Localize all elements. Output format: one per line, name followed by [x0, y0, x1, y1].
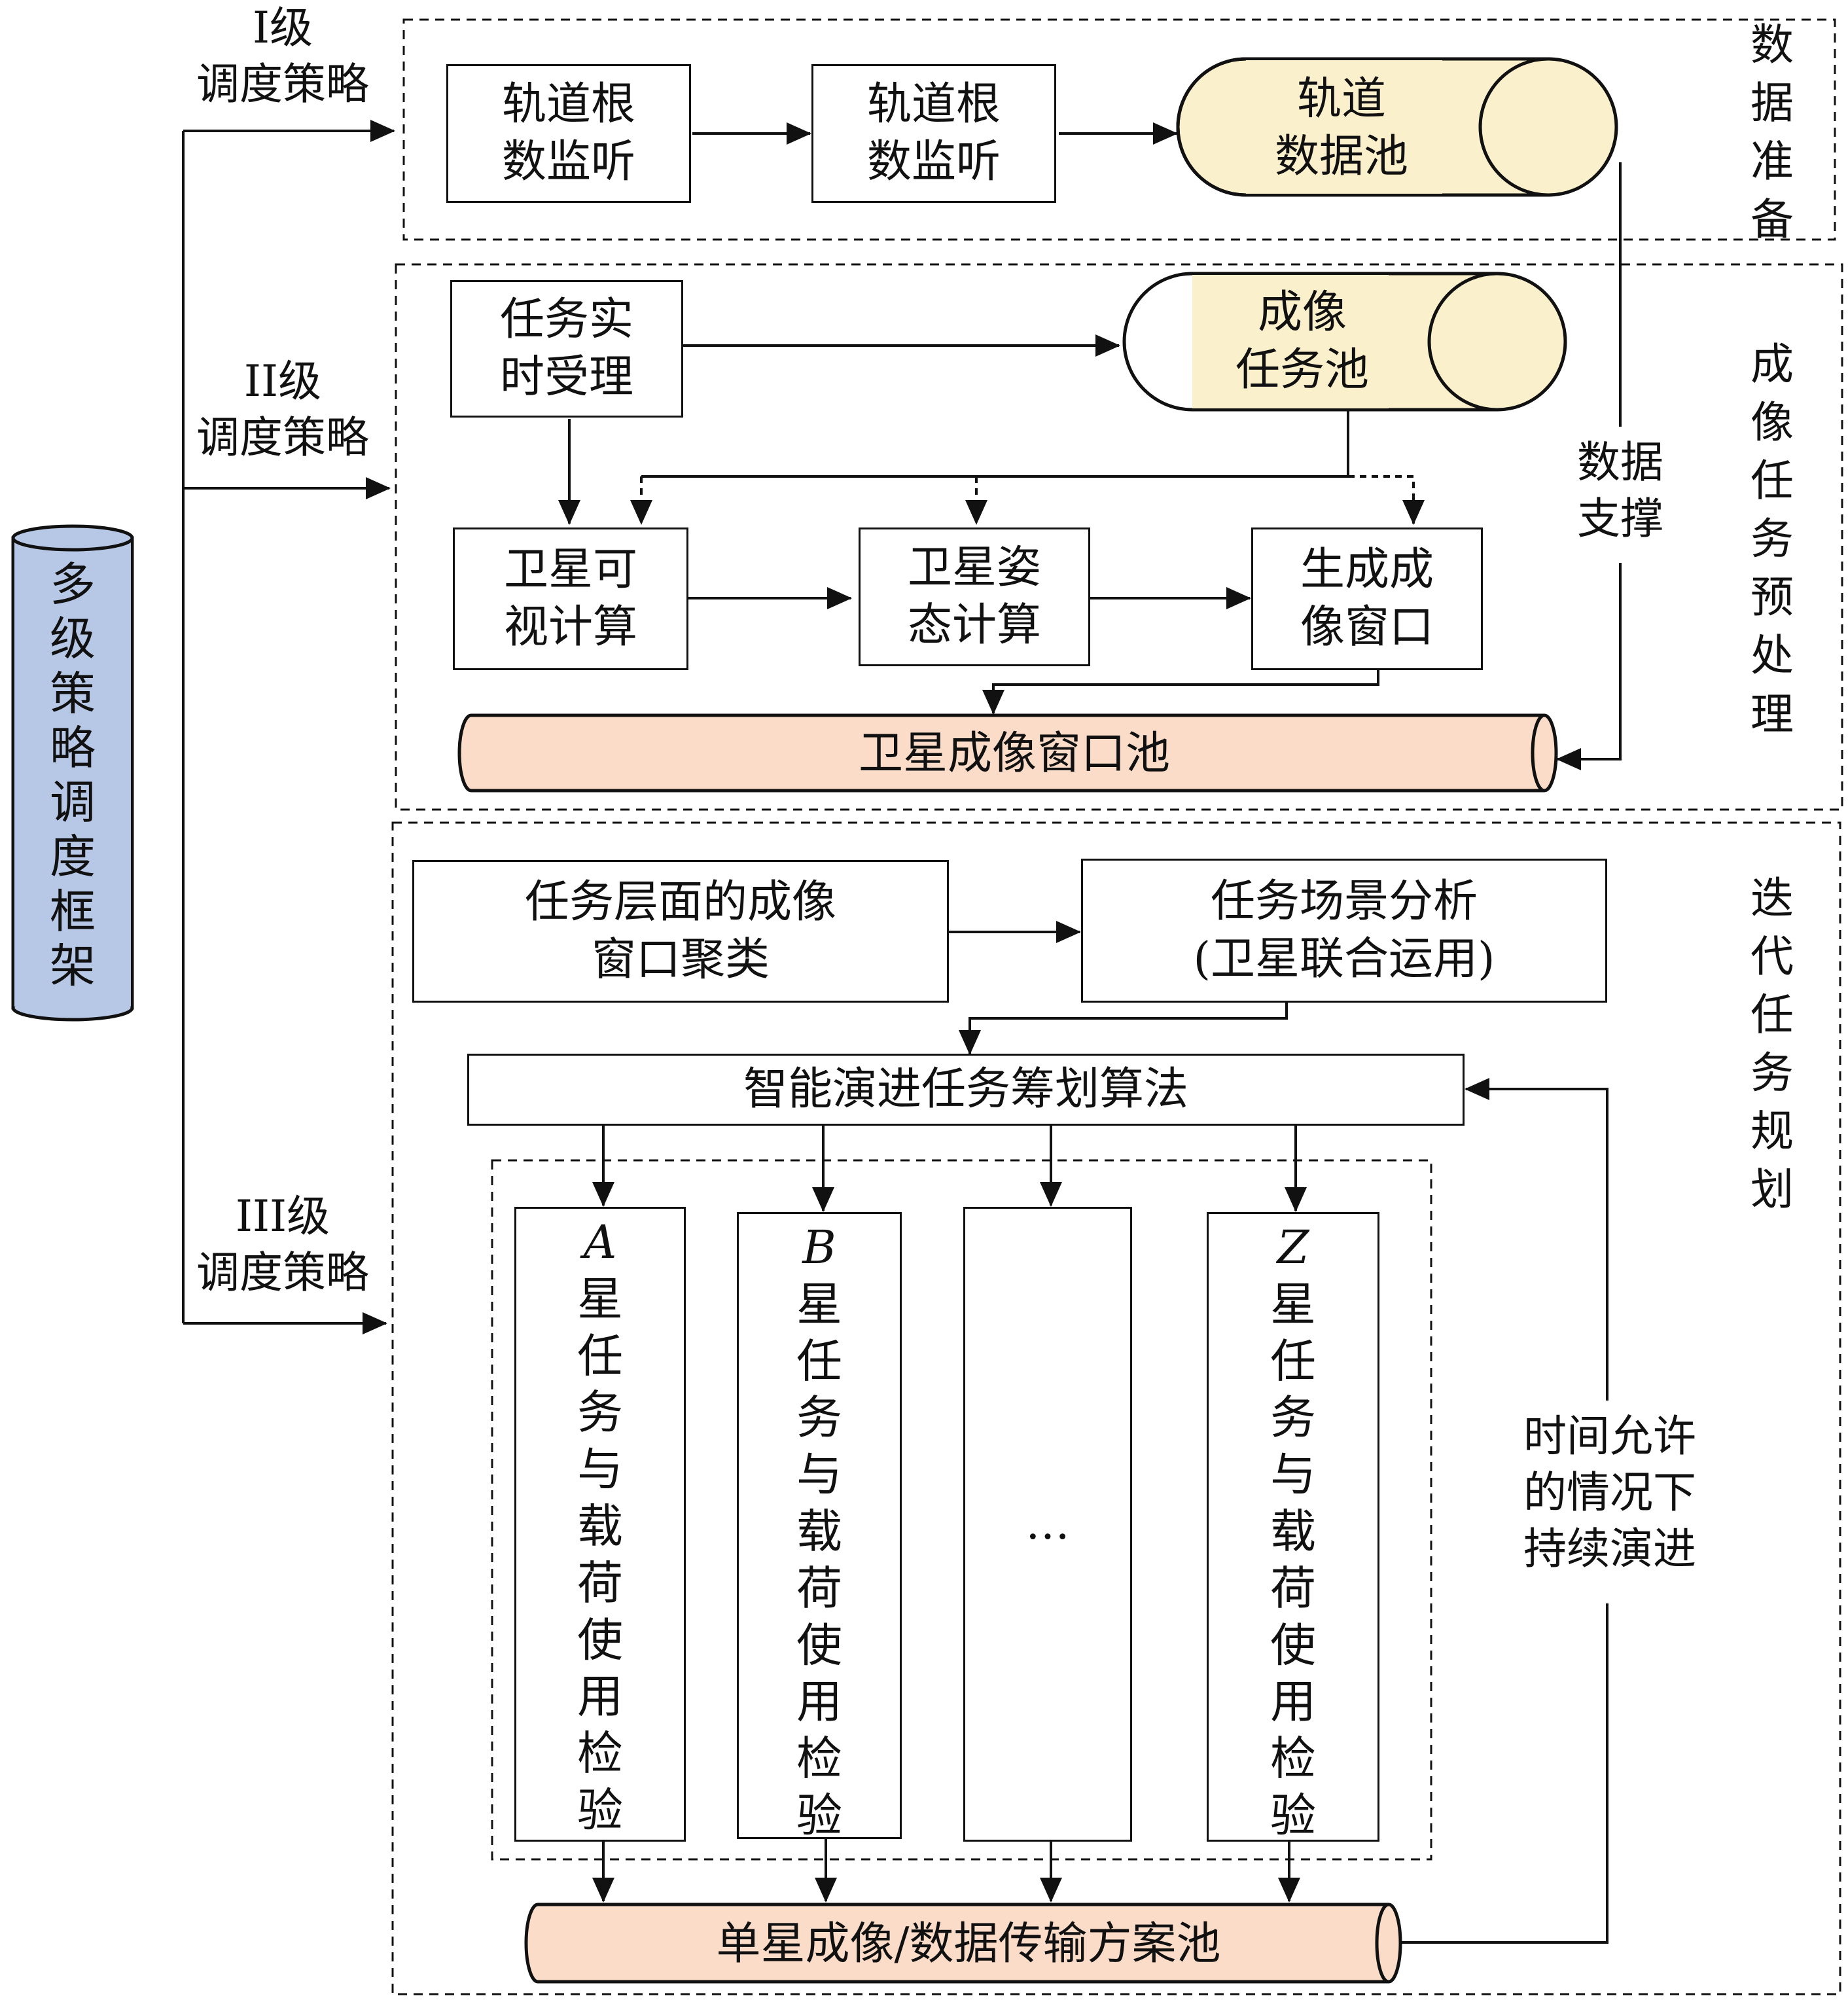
section1-label: 数据准备: [1750, 20, 1794, 245]
algorithm-box: 智能演进任务筹划算法: [467, 1054, 1465, 1126]
satellite-z-box: Z 星任务与载荷使用检验: [1207, 1212, 1379, 1842]
section2-label: 成像任务预处理: [1750, 339, 1794, 740]
satellite-b-text: 星任务与载荷使用检验: [796, 1277, 842, 1842]
generate-window-box: 生成成 像窗口: [1251, 527, 1483, 670]
orbit-data-pool-label: 轨道 数据池: [1274, 73, 1408, 183]
section1-frame: [402, 18, 1836, 241]
level3-label: III级 调度策略: [196, 1191, 369, 1298]
satellite-b-box: B 星任务与载荷使用检验: [737, 1212, 902, 1842]
level1-label: I级 调度策略: [196, 3, 369, 109]
plan-pool-label: 单星成像/数据传输方案池: [716, 1918, 1221, 1970]
framework-label: 多级策略调度框架: [50, 558, 96, 993]
satellite-a-box: A 星任务与载荷使用检验: [514, 1207, 686, 1842]
level2-label: II级 调度策略: [196, 356, 369, 463]
satellite-b-letter: B: [802, 1221, 836, 1274]
visibility-calc-box: 卫星可 视计算: [453, 527, 688, 670]
evolve-label: 时间允许 的情况下 持续演进: [1523, 1411, 1696, 1574]
section3-label: 迭代任务规划: [1750, 873, 1794, 1215]
window-pool-label: 卫星成像窗口池: [858, 728, 1170, 780]
attitude-calc-box: 卫星姿 态计算: [859, 527, 1090, 666]
satellite-z-letter: Z: [1277, 1221, 1309, 1274]
satellite-a-letter: A: [583, 1215, 617, 1269]
window-cluster-box: 任务层面的成像 窗口聚类: [412, 860, 949, 1003]
window-pool-cylinder: [457, 713, 1558, 793]
imaging-task-pool-label: 成像 任务池: [1235, 286, 1369, 396]
section3-frame: [391, 821, 1841, 1995]
orbit-listen-box-1: 轨道根 数监听: [446, 64, 691, 203]
orbit-data-pool-cylinder: [1176, 57, 1618, 197]
data-support-label: 数据 支撑: [1577, 437, 1663, 544]
section2-frame: [395, 263, 1843, 811]
imaging-task-pool-cylinder: [1122, 272, 1567, 412]
task-accept-box: 任务实 时受理: [450, 280, 683, 418]
satellite-group-frame: [491, 1159, 1432, 1861]
orbit-listen-box-2: 轨道根 数监听: [811, 64, 1056, 203]
plan-pool-cylinder: [524, 1903, 1402, 1984]
scene-analysis-box: 任务场景分析 (卫星联合运用): [1081, 859, 1607, 1003]
satellite-a-text: 星任务与载荷使用检验: [577, 1272, 623, 1837]
satellite-ellipsis-box: …: [963, 1207, 1132, 1842]
satellite-z-text: 星任务与载荷使用检验: [1270, 1277, 1316, 1842]
framework-cylinder: [11, 524, 134, 1022]
